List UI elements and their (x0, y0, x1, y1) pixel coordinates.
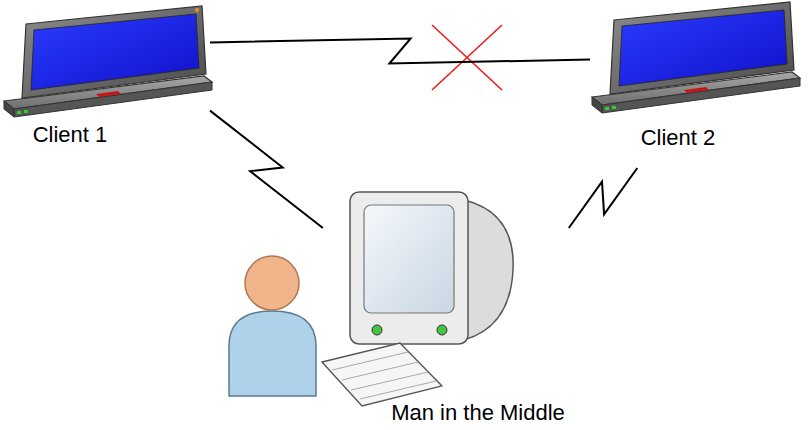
device-node: Man in the Middle (215, 228, 585, 428)
lightning-link (210, 39, 590, 64)
blocked-cross (432, 25, 502, 90)
person-icon (229, 256, 316, 396)
device-label: Man in the Middle (391, 400, 565, 425)
laptop-icon (4, 6, 212, 117)
lightning-link (569, 168, 638, 228)
lightning-link (210, 111, 323, 228)
crt-monitor (350, 192, 513, 344)
device-node: Client 2 (590, 5, 803, 168)
device-node: Client 1 (5, 10, 210, 155)
device-label: Client 2 (641, 125, 716, 150)
laptop-icon (592, 2, 800, 113)
keyboard (322, 343, 442, 406)
device-label: Client 1 (33, 122, 108, 147)
